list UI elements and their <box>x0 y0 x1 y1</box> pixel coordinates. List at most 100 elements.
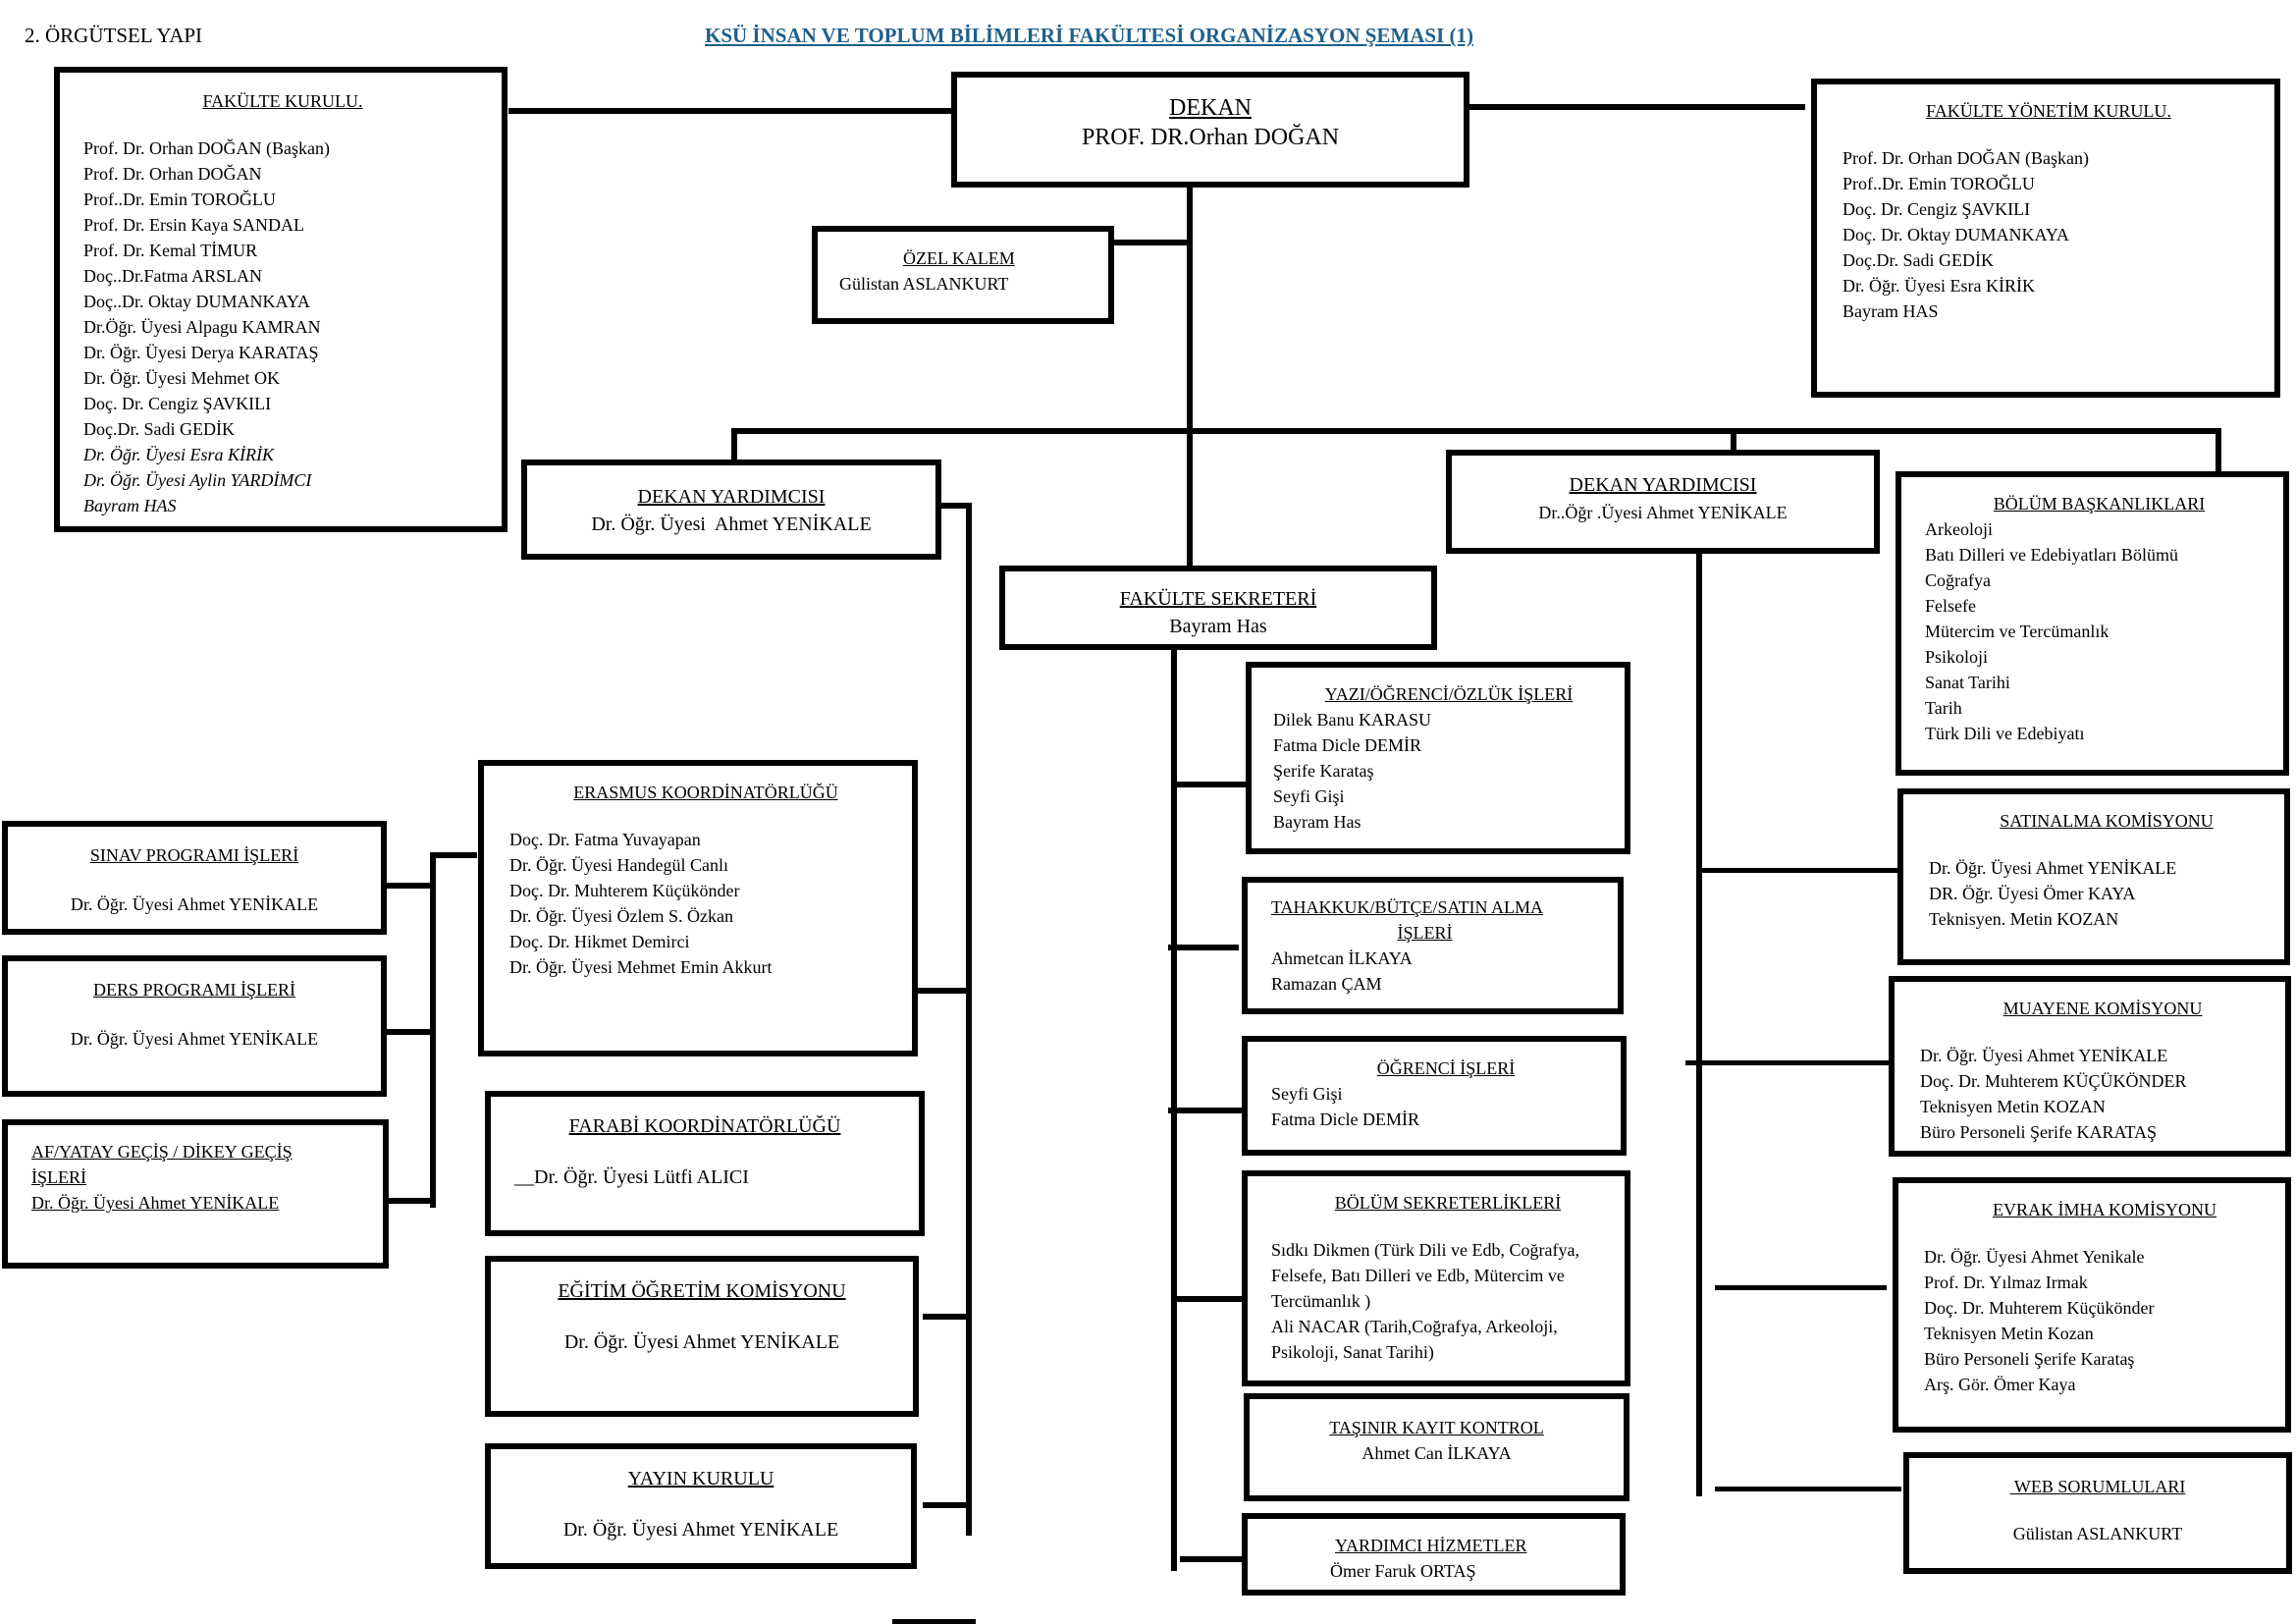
list-item: Tercümanlık ) <box>1271 1291 1371 1311</box>
yardimci-hizmetler-title: YARDIMCI HİZMETLER <box>1335 1536 1527 1555</box>
list-item: Doç. Dr. Muhterem Küçükönder <box>509 881 740 900</box>
list-item: Doç..Dr.Fatma ARSLAN <box>83 266 262 286</box>
dekan-yardimcisi-right-title: DEKAN YARDIMCISI <box>1569 474 1757 496</box>
connector-tahakkuk <box>1168 945 1239 950</box>
list-item: Dr. Öğr. Üyesi Mehmet Emin Akkurt <box>509 957 773 977</box>
list-item: Dr. Öğr. Üyesi Özlem S. Özkan <box>509 906 733 926</box>
tahakkuk-title-1: TAHAKKUK/BÜTÇE/SATIN ALMA <box>1271 897 1544 917</box>
fakulte-yonetim-kurulu-box: FAKÜLTE YÖNETİM KURULU. Prof. Dr. Orhan … <box>1811 79 2280 398</box>
connector-left-cluster-to-erasmus <box>430 852 477 858</box>
erasmus-box: ERASMUS KOORDİNATÖRLÜĞÜ Doç. Dr. Fatma Y… <box>478 760 918 1056</box>
list-item: Coğrafya <box>1925 570 1991 590</box>
tahakkuk-title-2: İŞLERİ <box>1397 923 1453 943</box>
dekan-yardimcisi-right-name: Dr..Öğr .Üyesi Ahmet YENİKALE <box>1538 503 1788 522</box>
farabi-title: FARABİ KOORDİNATÖRLÜĞÜ <box>568 1115 841 1137</box>
connector-sinav <box>385 883 434 889</box>
connector-ogrenci <box>1168 1108 1243 1113</box>
list-item: Doç.Dr. Sadi GEDİK <box>1842 250 1994 270</box>
list-item: Doç.Dr. Sadi GEDİK <box>83 419 235 439</box>
dekan-yardimcisi-left-box: DEKAN YARDIMCISI Dr. Öğr. Üyesi Ahmet YE… <box>521 460 941 560</box>
dekan-yardimcisi-left-title: DEKAN YARDIMCISI <box>637 486 826 508</box>
list-item: Doç..Dr. Oktay DUMANKAYA <box>83 292 310 311</box>
dekan-title: DEKAN <box>1169 95 1252 121</box>
ders-programi-box: DERS PROGRAMI İŞLERİ Dr. Öğr. Üyesi Ahme… <box>2 955 387 1097</box>
fakulte-sekreteri-title: FAKÜLTE SEKRETERİ <box>1119 588 1317 610</box>
egitim-ogretim-name: Dr. Öğr. Üyesi Ahmet YENİKALE <box>563 1331 840 1353</box>
connector-dekan-trunk <box>1187 185 1193 572</box>
evrak-imha-title: EVRAK İMHA KOMİSYONU <box>1992 1200 2216 1219</box>
muayene-title: MUAYENE KOMİSYONU <box>2002 999 2203 1018</box>
yayin-kurulu-name: Dr. Öğr. Üyesi Ahmet YENİKALE <box>562 1519 839 1541</box>
list-item: Dr. Öğr. Üyesi Derya KARATAŞ <box>83 343 319 362</box>
list-item: Fatma Dicle DEMİR <box>1273 735 1421 755</box>
tasinir-kayit-box: TAŞINIR KAYIT KONTROL Ahmet Can İLKAYA <box>1244 1393 1629 1501</box>
list-item: Bayram Has <box>1273 812 1362 832</box>
ogrenci-isleri-title: ÖĞRENCİ İŞLERİ <box>1376 1058 1516 1078</box>
list-item: Sanat Tarihi <box>1925 673 2010 692</box>
list-item: Türk Dili ve Edebiyatı <box>1925 724 2085 743</box>
connector-dy-right-drop <box>1731 428 1736 467</box>
list-item: Prof. Dr. Ersin Kaya SANDAL <box>83 215 304 235</box>
connector-yazi <box>1174 782 1247 787</box>
list-item: Prof..Dr. Emin TOROĞLU <box>1842 174 2035 193</box>
ogrenci-isleri-box: ÖĞRENCİ İŞLERİ Seyfi Gişi Fatma Dicle DE… <box>1242 1036 1627 1156</box>
dekan-yardimcisi-right-box: DEKAN YARDIMCISI Dr..Öğr .Üyesi Ahmet YE… <box>1446 450 1880 554</box>
list-item: Dr. Öğr. Üyesi Ahmet Yenikale <box>1924 1247 2145 1267</box>
yazi-ogrenci-ozluk-title: YAZI/ÖĞRENCİ/ÖZLÜK İŞLERİ <box>1324 684 1574 704</box>
yardimci-hizmetler-name: Ömer Faruk ORTAŞ <box>1330 1561 1476 1581</box>
list-item: Felsefe <box>1925 596 1976 616</box>
connector-dy-left-drop <box>731 428 737 467</box>
list-item: Dr.Öğr. Üyesi Alpagu KAMRAN <box>83 317 321 337</box>
list-item: Psikoloji <box>1925 647 1989 667</box>
connector-bolum-sek <box>1174 1296 1243 1302</box>
ozel-kalem-name: Gülistan ASLANKURT <box>839 274 1009 294</box>
section-label: 2. ÖRGÜTSEL YAPI <box>25 24 203 47</box>
list-item: Doç. Dr. Muhterem Küçükönder <box>1924 1298 2155 1318</box>
dekan-name: PROF. DR.Orhan DOĞAN <box>1081 125 1340 150</box>
yazi-ogrenci-ozluk-box: YAZI/ÖĞRENCİ/ÖZLÜK İŞLERİ Dilek Banu KAR… <box>1246 662 1630 854</box>
bolum-baskanliklari-box: BÖLÜM BAŞKANLIKLARI Arkeoloji Batı Dille… <box>1896 471 2289 776</box>
list-item: Prof. Dr. Orhan DOĞAN (Başkan) <box>1842 148 2089 168</box>
connector-main-horizontal <box>731 428 2221 434</box>
list-item: Doç. Dr. Hikmet Demirci <box>509 932 690 951</box>
list-item: DR. Öğr. Üyesi Ömer KAYA <box>1929 884 2136 903</box>
sinav-programi-box: SINAV PROGRAMI İŞLERİ Dr. Öğr. Üyesi Ahm… <box>2 821 387 935</box>
list-item: Dr. Öğr. Üyesi Handegül Canlı <box>509 855 728 875</box>
fakulte-kurulu-title: FAKÜLTE KURULU. <box>202 91 363 111</box>
list-item: Arş. Gör. Ömer Kaya <box>1924 1375 2076 1394</box>
tasinir-kayit-name: Ahmet Can İLKAYA <box>1362 1443 1512 1463</box>
connector-ozel-kalem <box>1111 240 1190 245</box>
list-item: Ramazan ÇAM <box>1271 974 1382 994</box>
list-item: Doç. Dr. Cengiz ŞAVKILI <box>83 394 272 413</box>
list-item: Ahmetcan İLKAYA <box>1271 948 1413 968</box>
ders-programi-title: DERS PROGRAMI İŞLERİ <box>92 980 296 1000</box>
list-item: Dr. Öğr. Üyesi Aylin YARDİMCI <box>83 470 312 490</box>
satinalma-title: SATINALMA KOMİSYONU <box>2000 811 2214 831</box>
egitim-ogretim-title: EĞİTİM ÖĞRETİM KOMİSYONU <box>558 1280 846 1302</box>
sinav-programi-title: SINAV PROGRAMI İŞLERİ <box>89 845 299 865</box>
web-sorumlulari-title: WEB SORUMLULARI <box>2009 1477 2186 1496</box>
list-item: Prof. Dr. Orhan DOĞAN (Başkan) <box>83 138 330 158</box>
tahakkuk-box: TAHAKKUK/BÜTÇE/SATIN ALMA İŞLERİ Ahmetca… <box>1242 877 1624 1014</box>
fakulte-sekreteri-name: Bayram Has <box>1169 616 1267 637</box>
list-item: Doç. Dr. Cengiz ŞAVKILI <box>1842 199 2031 219</box>
bolum-sekreterlikleri-box: BÖLÜM SEKRETERLİKLERİ Sıdkı Dikmen (Türk… <box>1242 1170 1630 1386</box>
af-yatay-gecis-title-1: AF/YATAY GEÇİŞ / DİKEY GEÇİŞ <box>31 1142 293 1162</box>
list-item: Ali NACAR (Tarih,Coğrafya, Arkeoloji, <box>1271 1317 1558 1336</box>
evrak-imha-box: EVRAK İMHA KOMİSYONU Dr. Öğr. Üyesi Ahme… <box>1893 1177 2291 1433</box>
connector-dyr-vertical <box>1696 552 1702 1496</box>
yayin-kurulu-box: YAYIN KURULU Dr. Öğr. Üyesi Ahmet YENİKA… <box>485 1443 917 1569</box>
list-item: Teknisyen Metin Kozan <box>1924 1324 2094 1343</box>
list-item: Psikoloji, Sanat Tarihi) <box>1271 1342 1434 1362</box>
list-item: Batı Dilleri ve Edebiyatları Bölümü <box>1925 545 2178 565</box>
fakulte-kurulu-box: FAKÜLTE KURULU. Prof. Dr. Orhan DOĞAN (B… <box>54 67 507 532</box>
connector-bolum-drop <box>2216 428 2221 485</box>
egitim-ogretim-box: EĞİTİM ÖĞRETİM KOMİSYONU Dr. Öğr. Üyesi … <box>485 1256 919 1417</box>
connector-af <box>379 1198 434 1204</box>
web-sorumlulari-box: WEB SORUMLULARI Gülistan ASLANKURT <box>1903 1452 2292 1574</box>
farabi-name: __Dr. Öğr. Üyesi Lütfi ALICI <box>514 1166 749 1188</box>
sinav-programi-name: Dr. Öğr. Üyesi Ahmet YENİKALE <box>70 894 319 914</box>
connector-muayene <box>1685 1060 1890 1065</box>
list-item: Seyfi Gişi <box>1273 786 1345 806</box>
list-item: Doç. Dr. Oktay DUMANKAYA <box>1842 225 2069 244</box>
